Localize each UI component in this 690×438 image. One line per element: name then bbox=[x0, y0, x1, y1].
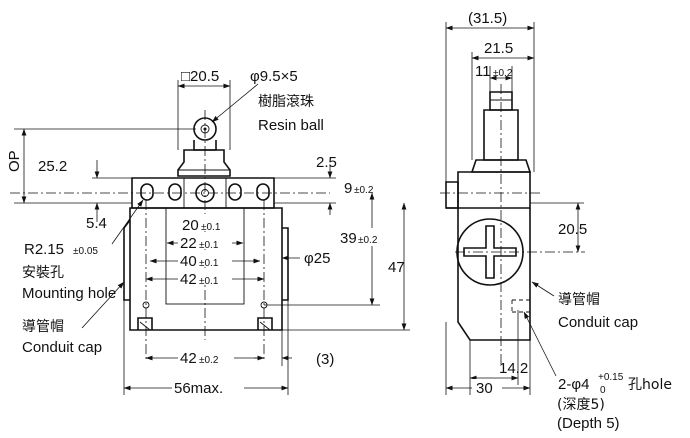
dim-20-label: 20 bbox=[182, 217, 199, 234]
depth-cn-label: (深度5) bbox=[557, 397, 605, 413]
conduit-cap-en-front: Conduit cap bbox=[22, 339, 102, 356]
conduit-cap-callout-front: 導管帽 Conduit cap bbox=[22, 281, 125, 356]
dim-overall-width: 56max. bbox=[123, 300, 289, 397]
hole-tol-lower: 0 bbox=[600, 385, 606, 396]
dim-31-5: (31.5) bbox=[445, 10, 535, 182]
op-value-label: 25.2 bbox=[38, 158, 67, 175]
front-view: □20.5 φ9.5×5 樹脂滾珠 Resin ball OP 25.2 5.4 bbox=[6, 68, 410, 397]
dim-11-label: 11 bbox=[475, 63, 491, 80]
dim-head-width: □20.5 bbox=[177, 68, 231, 150]
dim-2-5-label: 2.5 bbox=[316, 154, 337, 171]
dim-2-5-and-9: 2.5 9 ±0.2 bbox=[274, 154, 374, 215]
dim-42-label: 42 bbox=[180, 271, 197, 288]
head-width-label: □20.5 bbox=[181, 68, 219, 85]
dim-operating-position: OP 25.2 bbox=[6, 128, 196, 204]
roller-material-en-label: Resin ball bbox=[258, 117, 324, 134]
dim-39-tol: ±0.2 bbox=[358, 235, 378, 246]
phi-25-label: φ25 bbox=[304, 250, 330, 267]
dim-47: 47 bbox=[282, 202, 410, 331]
dim-40-label: 40 bbox=[180, 253, 197, 270]
bottom-42-tol: ±0.2 bbox=[199, 355, 219, 366]
conduit-cap-cn-front: 導管帽 bbox=[22, 319, 64, 335]
dim-22-tol: ±0.1 bbox=[199, 240, 219, 251]
mounting-hole-cn-label: 安裝孔 bbox=[22, 265, 64, 281]
plunger-head bbox=[177, 140, 231, 177]
dim-22-label: 22 bbox=[180, 235, 197, 252]
mounting-hole-en-label: Mounting hole bbox=[22, 285, 116, 302]
conduit-cap-callout-side: 導管帽 Conduit cap bbox=[531, 281, 638, 331]
dim-14-2-label: 14.2 bbox=[499, 360, 528, 377]
conduit-cap-cn-side: 導管帽 bbox=[558, 292, 600, 308]
dim-20-5: 20.5 bbox=[530, 202, 587, 253]
dim-11: 11 ±0.2 bbox=[475, 63, 513, 92]
hole-callout: 2-φ4 +0.15 0 孔hole (深度5) (Depth 5) bbox=[523, 311, 672, 432]
dim-11-tol: ±0.2 bbox=[493, 68, 513, 79]
dim-20-tol: ±0.1 bbox=[201, 222, 221, 233]
dim-21-5: 21.5 bbox=[471, 40, 535, 160]
bottom-3-label: (3) bbox=[316, 351, 334, 368]
dim-30: 30 bbox=[445, 322, 531, 397]
dim-30-label: 30 bbox=[476, 380, 493, 397]
dim-9-tol: ±0.2 bbox=[354, 185, 374, 196]
roller-size-label: φ9.5×5 bbox=[250, 68, 298, 85]
dim-20-5-label: 20.5 bbox=[558, 221, 587, 238]
hole-suffix-label: 孔hole bbox=[628, 377, 672, 393]
bottom-42-label: 42 bbox=[180, 350, 197, 367]
dim-inner-widths: 20 ±0.1 22 ±0.1 40 ±0.1 42 ±0.1 bbox=[145, 214, 265, 288]
hole-tol-upper: +0.15 bbox=[598, 372, 624, 383]
side-body bbox=[445, 171, 531, 341]
dim-phi25-39: φ25 39 ±0.2 bbox=[264, 192, 394, 306]
overall-width-label: 56max. bbox=[174, 380, 223, 397]
dim-21-5-label: 21.5 bbox=[484, 40, 513, 57]
op-label: OP bbox=[6, 150, 23, 172]
dim-31-5-label: (31.5) bbox=[468, 10, 507, 27]
radius-label: R2.15 bbox=[24, 241, 64, 258]
dim-40-tol: ±0.1 bbox=[199, 258, 219, 269]
side-view: (31.5) 21.5 11 ±0.2 20.5 導管帽 Conduit cap bbox=[440, 10, 672, 432]
radius-callout: R2.15 ±0.05 安裝孔 Mounting hole bbox=[22, 199, 144, 302]
dim-bottom-42: 42 ±0.2 (3) bbox=[145, 330, 334, 368]
conduit-cap-en-side: Conduit cap bbox=[558, 314, 638, 331]
dim-5-4: 5.4 bbox=[86, 160, 132, 232]
roller-material-cn-label: 樹脂滾珠 bbox=[258, 94, 314, 110]
roller-callout: φ9.5×5 樹脂滾珠 Resin ball bbox=[211, 68, 324, 134]
dim-5-4-label: 5.4 bbox=[86, 215, 107, 232]
dim-42-tol: ±0.1 bbox=[199, 276, 219, 287]
dim-39-label: 39 bbox=[340, 230, 357, 247]
radius-tol: ±0.05 bbox=[73, 246, 98, 257]
dim-9-label: 9 bbox=[344, 180, 352, 197]
depth-en-label: (Depth 5) bbox=[557, 415, 620, 432]
dim-47-label: 47 bbox=[388, 259, 405, 276]
hole-prefix-label: 2-φ4 bbox=[558, 376, 589, 393]
